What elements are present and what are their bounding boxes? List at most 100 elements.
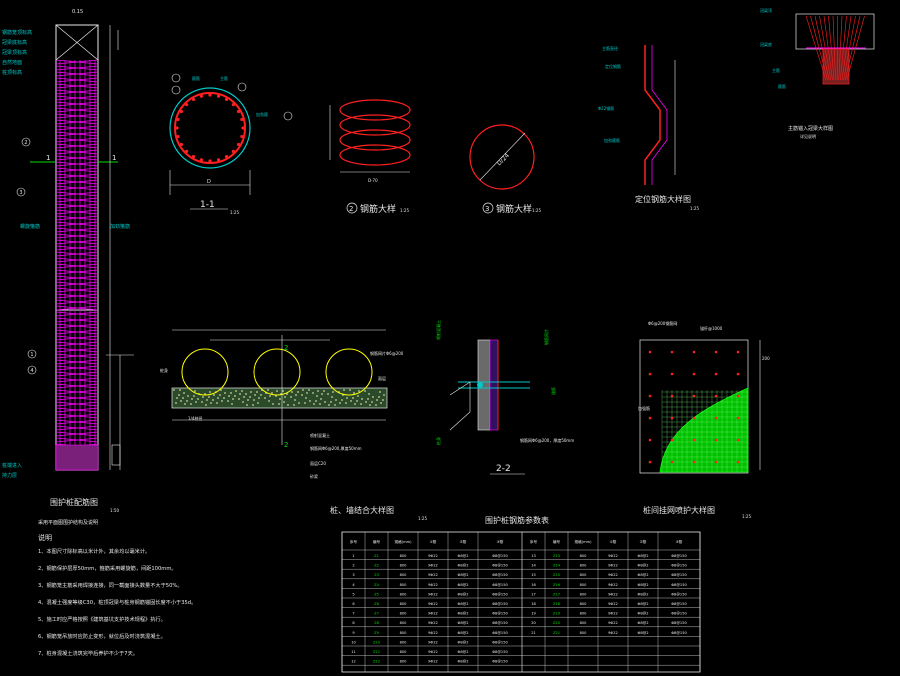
svg-text:1: 1 bbox=[30, 352, 33, 358]
table-cell: 800 bbox=[400, 612, 408, 616]
table-cell: 800 bbox=[580, 621, 588, 625]
svg-text:3: 3 bbox=[19, 190, 22, 196]
table-cell: Φ8@2 bbox=[638, 564, 649, 568]
table-cell: 800 bbox=[580, 554, 588, 558]
table-cell: Φ8@150 bbox=[492, 650, 508, 654]
svg-text:桩顶标高: 桩顶标高 bbox=[2, 69, 22, 76]
svg-text:D-70: D-70 bbox=[368, 178, 378, 183]
table-cell: 800 bbox=[400, 554, 408, 558]
table-cell: Z21 bbox=[553, 631, 560, 635]
svg-text:主筋: 主筋 bbox=[772, 67, 780, 73]
table-cell: Z15 bbox=[553, 573, 560, 577]
table-cell: 4 bbox=[352, 583, 355, 587]
table-header-cell: ③筋 bbox=[676, 539, 683, 544]
label-circ3: 3 bbox=[485, 205, 489, 213]
table-cell: 800 bbox=[400, 592, 408, 596]
table-cell: 21 bbox=[531, 631, 536, 635]
svg-text:喷射混凝土: 喷射混凝土 bbox=[310, 432, 330, 438]
svg-text:桩间挂网喷护大样图: 桩间挂网喷护大样图 bbox=[643, 505, 715, 515]
table-header-cell: 序号 bbox=[530, 539, 538, 544]
table-cell: 9Φ22 bbox=[428, 650, 438, 654]
table-cell: Φ8@150 bbox=[671, 592, 687, 596]
table-cell: Z9 bbox=[374, 631, 379, 635]
table-cell: 12 bbox=[351, 660, 356, 664]
table-cell: Φ8@150 bbox=[492, 621, 508, 625]
table-cell: 9Φ22 bbox=[428, 583, 438, 587]
note-line: 1、本图尺寸除标高以米计外，其余均以毫米计。 bbox=[38, 547, 150, 555]
table-cell: Φ8@150 bbox=[671, 554, 687, 558]
table-cell: 8 bbox=[352, 621, 355, 625]
svg-text:1: 1 bbox=[112, 154, 116, 162]
svg-text:围护桩配筋图: 围护桩配筋图 bbox=[50, 497, 98, 507]
table-cell: Φ8@2 bbox=[458, 650, 469, 654]
table-cell: 17 bbox=[531, 592, 536, 596]
svg-text:采用平面图围护结构及说明: 采用平面图围护结构及说明 bbox=[38, 519, 98, 526]
table-cell: Z3 bbox=[374, 573, 379, 577]
table-cell: Φ8@2 bbox=[458, 573, 469, 577]
table-header-cell: ①筋 bbox=[430, 539, 437, 544]
table-cell: 800 bbox=[580, 573, 588, 577]
svg-text:螺旋箍筋: 螺旋箍筋 bbox=[20, 223, 40, 230]
svg-text:1:25: 1:25 bbox=[690, 206, 699, 211]
table-cell: Φ8@150 bbox=[671, 583, 687, 587]
table-cell: 9Φ22 bbox=[608, 621, 618, 625]
svg-text:主筋锚入冠梁大样图: 主筋锚入冠梁大样图 bbox=[788, 125, 833, 132]
table-cell: 7 bbox=[352, 612, 354, 616]
table-cell: Φ8@2 bbox=[458, 621, 469, 625]
table-cell: 800 bbox=[400, 631, 408, 635]
svg-text:详见说明: 详见说明 bbox=[800, 133, 816, 139]
pile-elevation: 钢筋笼顶标高 冠梁底标高 冠梁顶标高 自然地面 桩顶标高 螺旋箍筋 加劲箍筋 桩… bbox=[2, 9, 134, 513]
svg-text:加劲箍筋: 加劲箍筋 bbox=[604, 137, 620, 143]
section-2-2-title: 2-2 bbox=[496, 464, 511, 474]
table-cell: Φ8@150 bbox=[671, 602, 687, 606]
table-cell: Φ8@150 bbox=[492, 592, 508, 596]
note-line: 7、桩身混凝土浇筑完毕后养护不少于7天。 bbox=[38, 649, 138, 657]
table-cell: 9Φ22 bbox=[608, 583, 618, 587]
svg-text:持力层: 持力层 bbox=[2, 472, 17, 479]
svg-text:冠梁底标高: 冠梁底标高 bbox=[2, 39, 27, 46]
table-cell: 9Φ22 bbox=[428, 554, 438, 558]
table-cell: Φ8@2 bbox=[458, 583, 469, 587]
table-cell: 9Φ22 bbox=[428, 660, 438, 664]
table-cell: 800 bbox=[400, 602, 408, 606]
svg-text:主筋直径: 主筋直径 bbox=[602, 45, 618, 51]
table-cell: 9 bbox=[352, 631, 355, 635]
table-cell: Φ8@150 bbox=[492, 660, 508, 664]
table-cell: 20 bbox=[531, 621, 536, 625]
table-cell: Φ8@2 bbox=[458, 564, 469, 568]
table-cell: 800 bbox=[400, 650, 408, 654]
svg-text:钢筋网片: 钢筋网片 bbox=[543, 329, 549, 345]
table-cell: Φ8@2 bbox=[458, 612, 469, 616]
rebar-3-detail: D/24 3 钢筋大样 1:25 bbox=[469, 124, 541, 215]
note-line: 4、混凝土强度等级C30，桩顶冠梁与桩身钢筋锚固长度不小于35d。 bbox=[38, 598, 196, 606]
table-cell: Φ8@2 bbox=[458, 602, 469, 606]
svg-text:主筋: 主筋 bbox=[220, 75, 228, 81]
table-cell: 2 bbox=[352, 564, 354, 568]
table-cell: 9Φ22 bbox=[608, 554, 618, 558]
table-cell: 14 bbox=[531, 564, 536, 568]
table-cell: 9Φ22 bbox=[428, 612, 438, 616]
svg-text:定位钢筋大样图: 定位钢筋大样图 bbox=[635, 194, 691, 204]
svg-text:1/4桩径: 1/4桩径 bbox=[188, 415, 202, 421]
table-cell: 800 bbox=[580, 564, 588, 568]
table-cell: 18 bbox=[531, 602, 536, 606]
svg-text:定位钢筋: 定位钢筋 bbox=[605, 63, 621, 69]
table-cell: Z16 bbox=[553, 583, 561, 587]
svg-text:加强筋: 加强筋 bbox=[638, 405, 650, 411]
table-cell: Φ8@2 bbox=[458, 631, 469, 635]
svg-text:围护桩钢筋参数表: 围护桩钢筋参数表 bbox=[485, 515, 549, 525]
table-cell: 800 bbox=[400, 660, 408, 664]
table-cell: Φ8@2 bbox=[638, 602, 649, 606]
table-cell: Z12 bbox=[373, 660, 380, 664]
table-cell: 800 bbox=[400, 583, 408, 587]
table-cell: Φ8@150 bbox=[671, 612, 687, 616]
table-cell: 800 bbox=[400, 573, 408, 577]
table-cell: Z6 bbox=[374, 602, 379, 606]
svg-text:面层: 面层 bbox=[378, 375, 386, 381]
table-cell: 6 bbox=[352, 602, 355, 606]
table-cell: 800 bbox=[400, 621, 408, 625]
table-cell: 800 bbox=[580, 612, 588, 616]
